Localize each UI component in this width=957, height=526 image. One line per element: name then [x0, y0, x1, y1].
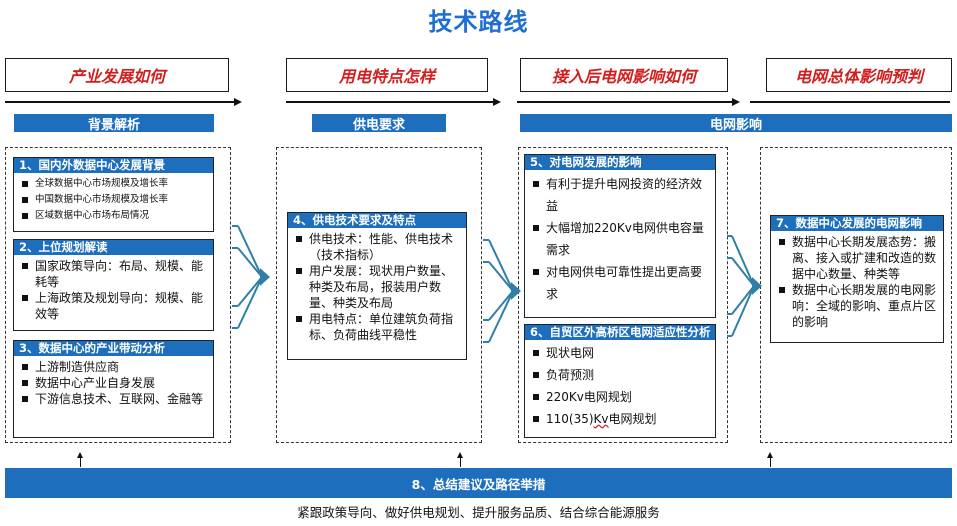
list-item: 用电特点：单位建筑负荷指标、负荷曲线平稳性 — [296, 311, 462, 343]
forecast-group — [760, 147, 952, 443]
item-suffix: 电网规划 — [608, 412, 657, 426]
arrow-up-line — [460, 457, 461, 467]
panel-grid-forecast: 7、数据中心发展的电网影响 数据中心长期发展态势：搬离、接入或扩建和改造的数据中… — [770, 215, 944, 343]
arrow-up-icon — [767, 452, 773, 458]
panel-title: 5、对电网发展的影响 — [525, 155, 715, 170]
page-title: 技术路线 — [428, 8, 529, 36]
list-item: 数据中心产业自身发展 — [22, 375, 209, 391]
list-item: 有利于提升电网投资的经济效益 — [533, 173, 711, 217]
list-item: 区域数据中心市场布局情况 — [22, 208, 209, 224]
list-item: 供电技术：性能、供电技术（技术指标） — [296, 231, 462, 263]
funnel-arrow-icon — [727, 235, 762, 337]
background-group — [5, 147, 231, 443]
stage-label: 产业发展如何 — [68, 67, 165, 86]
arrow-up-line — [80, 457, 81, 467]
panel-grid-development: 5、对电网发展的影响 有利于提升电网投资的经济效益 大幅增加220Kv电网供电容… — [524, 154, 716, 318]
grid-impact-group — [518, 147, 728, 443]
panel-title: 6、自贸区外高桥区电网适应性分析 — [525, 325, 715, 340]
panel-grid-adaptability: 6、自贸区外高桥区电网适应性分析 现状电网 负荷预测 220Kv电网规划 110… — [524, 324, 716, 438]
section-bar-grid: 电网影响 — [520, 114, 952, 133]
stage-overall-forecast: 电网总体影响预判 — [766, 58, 952, 92]
stage-label: 用电特点怎样 — [338, 67, 435, 86]
flow-arrow-line — [5, 101, 235, 103]
panel-title: 3、数据中心的产业带动分析 — [14, 341, 213, 356]
funnel-arrow-icon — [232, 225, 270, 329]
list-item: 上海政策及规划导向：规模、能效等 — [22, 290, 209, 322]
section-bar-background: 背景解析 — [14, 114, 214, 133]
section-bar-supply: 供电要求 — [312, 114, 446, 133]
panel-title: 2、上位规划解读 — [14, 240, 213, 255]
list-item: 上游制造供应商 — [22, 359, 209, 375]
list-item: 全球数据中心市场规模及增长率 — [22, 176, 209, 192]
stage-power-use: 用电特点怎样 — [286, 58, 488, 92]
stage-label: 接入后电网影响如何 — [551, 67, 696, 86]
panel-dc-background: 1、国内外数据中心发展背景 全球数据中心市场规模及增长率 中国数据中心市场规模及… — [13, 157, 214, 232]
panel-title: 1、国内外数据中心发展背景 — [14, 158, 213, 173]
funnel-arrow-icon — [483, 239, 521, 343]
list-item: 220Kv电网规划 — [533, 386, 711, 408]
arrow-right-icon — [234, 98, 242, 106]
list-item: 大幅增加220Kv电网供电容量需求 — [533, 217, 711, 261]
stage-industry: 产业发展如何 — [5, 58, 229, 92]
stage-grid-impact: 接入后电网影响如何 — [520, 58, 728, 92]
arrow-right-icon — [493, 98, 501, 106]
arrow-right-icon — [732, 98, 740, 106]
list-item: 110(35)Kv电网规划 — [533, 408, 711, 430]
list-item: 对电网供电可靠性提出更高要求 — [533, 261, 711, 305]
panel-title: 4、供电技术要求及特点 — [288, 213, 466, 228]
supply-group — [276, 147, 482, 443]
panel-policy: 2、上位规划解读 国家政策导向：布局、规模、能耗等 上海政策及规划导向：规模、能… — [13, 239, 214, 331]
flow-arrow-line — [517, 101, 733, 103]
panel-supply-tech: 4、供电技术要求及特点 供电技术：性能、供电技术（技术指标） 用户发展：现状用户… — [287, 212, 467, 360]
list-item: 负荷预测 — [533, 364, 711, 386]
panel-industry-drive: 3、数据中心的产业带动分析 上游制造供应商 数据中心产业自身发展 下游信息技术、… — [13, 340, 214, 438]
list-item: 国家政策导向：布局、规模、能耗等 — [22, 258, 209, 290]
list-item: 下游信息技术、互联网、金融等 — [22, 391, 209, 407]
flow-arrow-line — [750, 101, 950, 103]
stage-label: 电网总体影响预判 — [794, 67, 923, 86]
list-item: 数据中心长期发展的电网影响：全域的影响、重点片区的影响 — [779, 282, 939, 330]
list-item: 现状电网 — [533, 342, 711, 364]
list-item: 数据中心长期发展态势：搬离、接入或扩建和改造的数据中心数量、种类等 — [779, 234, 939, 282]
list-item: 用户发展：现状用户数量、种类及布局，报装用户数量、种类及布局 — [296, 263, 462, 311]
list-item: 中国数据中心市场规模及增长率 — [22, 192, 209, 208]
item-prefix: 110(35) — [546, 412, 594, 426]
arrow-up-line — [770, 457, 771, 467]
summary-text: 紧跟政策导向、做好供电规划、提升服务品质、结合综合能源服务 — [297, 504, 660, 520]
panel-title: 7、数据中心发展的电网影响 — [771, 216, 943, 231]
arrow-up-icon — [77, 452, 83, 458]
flow-arrow-line — [286, 101, 494, 103]
arrow-up-icon — [457, 452, 463, 458]
summary-bar: 8、总结建议及路径举措 — [5, 468, 952, 498]
item-unit: Kv — [593, 412, 609, 426]
